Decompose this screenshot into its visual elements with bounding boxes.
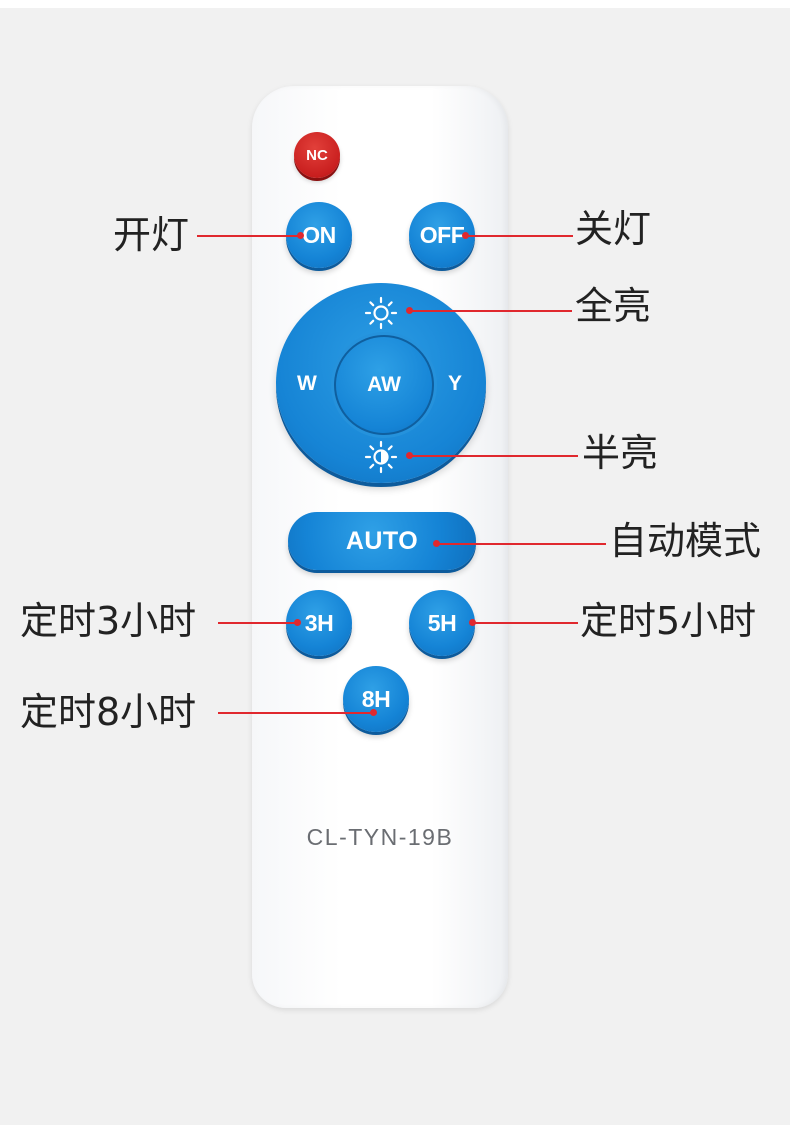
callout-dot-5h bbox=[469, 619, 476, 626]
callout-line-8h bbox=[218, 712, 374, 714]
aw-button[interactable]: AW bbox=[334, 335, 434, 435]
callout-light-on: 开灯 bbox=[113, 213, 190, 257]
callout-auto-mode: 自动模式 bbox=[609, 519, 762, 563]
callout-light-off: 关灯 bbox=[575, 207, 652, 251]
w-button[interactable]: W bbox=[297, 372, 317, 395]
callout-dot-3h bbox=[294, 619, 301, 626]
y-button[interactable]: Y bbox=[448, 372, 463, 395]
callout-line-off bbox=[465, 235, 573, 237]
callout-line-on bbox=[197, 235, 301, 237]
callout-full-brightness: 全亮 bbox=[575, 284, 652, 328]
bottom-border bbox=[0, 1125, 790, 1133]
callout-dot-full bbox=[406, 307, 413, 314]
callout-line-half bbox=[410, 455, 578, 457]
callout-line-auto bbox=[438, 543, 606, 545]
callout-timer-5h: 定时5小时 bbox=[580, 599, 757, 643]
nc-button[interactable]: NC bbox=[294, 132, 340, 178]
callout-dot-on bbox=[297, 232, 304, 239]
callout-line-5h bbox=[472, 622, 578, 624]
sun-half-icon[interactable] bbox=[364, 440, 398, 474]
callout-dot-off bbox=[462, 232, 469, 239]
timer-5h-button[interactable]: 5H bbox=[409, 590, 475, 656]
timer-3h-button[interactable]: 3H bbox=[286, 590, 352, 656]
callout-line-full bbox=[410, 310, 572, 312]
auto-button[interactable]: AUTO bbox=[288, 512, 476, 570]
timer-8h-button[interactable]: 8H bbox=[343, 666, 409, 732]
callout-half-brightness: 半亮 bbox=[582, 431, 659, 475]
callout-line-3h bbox=[218, 622, 298, 624]
callout-timer-3h: 定时3小时 bbox=[20, 599, 197, 643]
model-number: CL-TYN-19B bbox=[306, 824, 454, 850]
sun-full-icon[interactable] bbox=[364, 296, 398, 330]
callout-dot-8h bbox=[370, 709, 377, 716]
top-border bbox=[0, 0, 790, 8]
callout-dot-half bbox=[406, 452, 413, 459]
callout-timer-8h: 定时8小时 bbox=[20, 690, 197, 734]
callout-dot-auto bbox=[433, 540, 440, 547]
